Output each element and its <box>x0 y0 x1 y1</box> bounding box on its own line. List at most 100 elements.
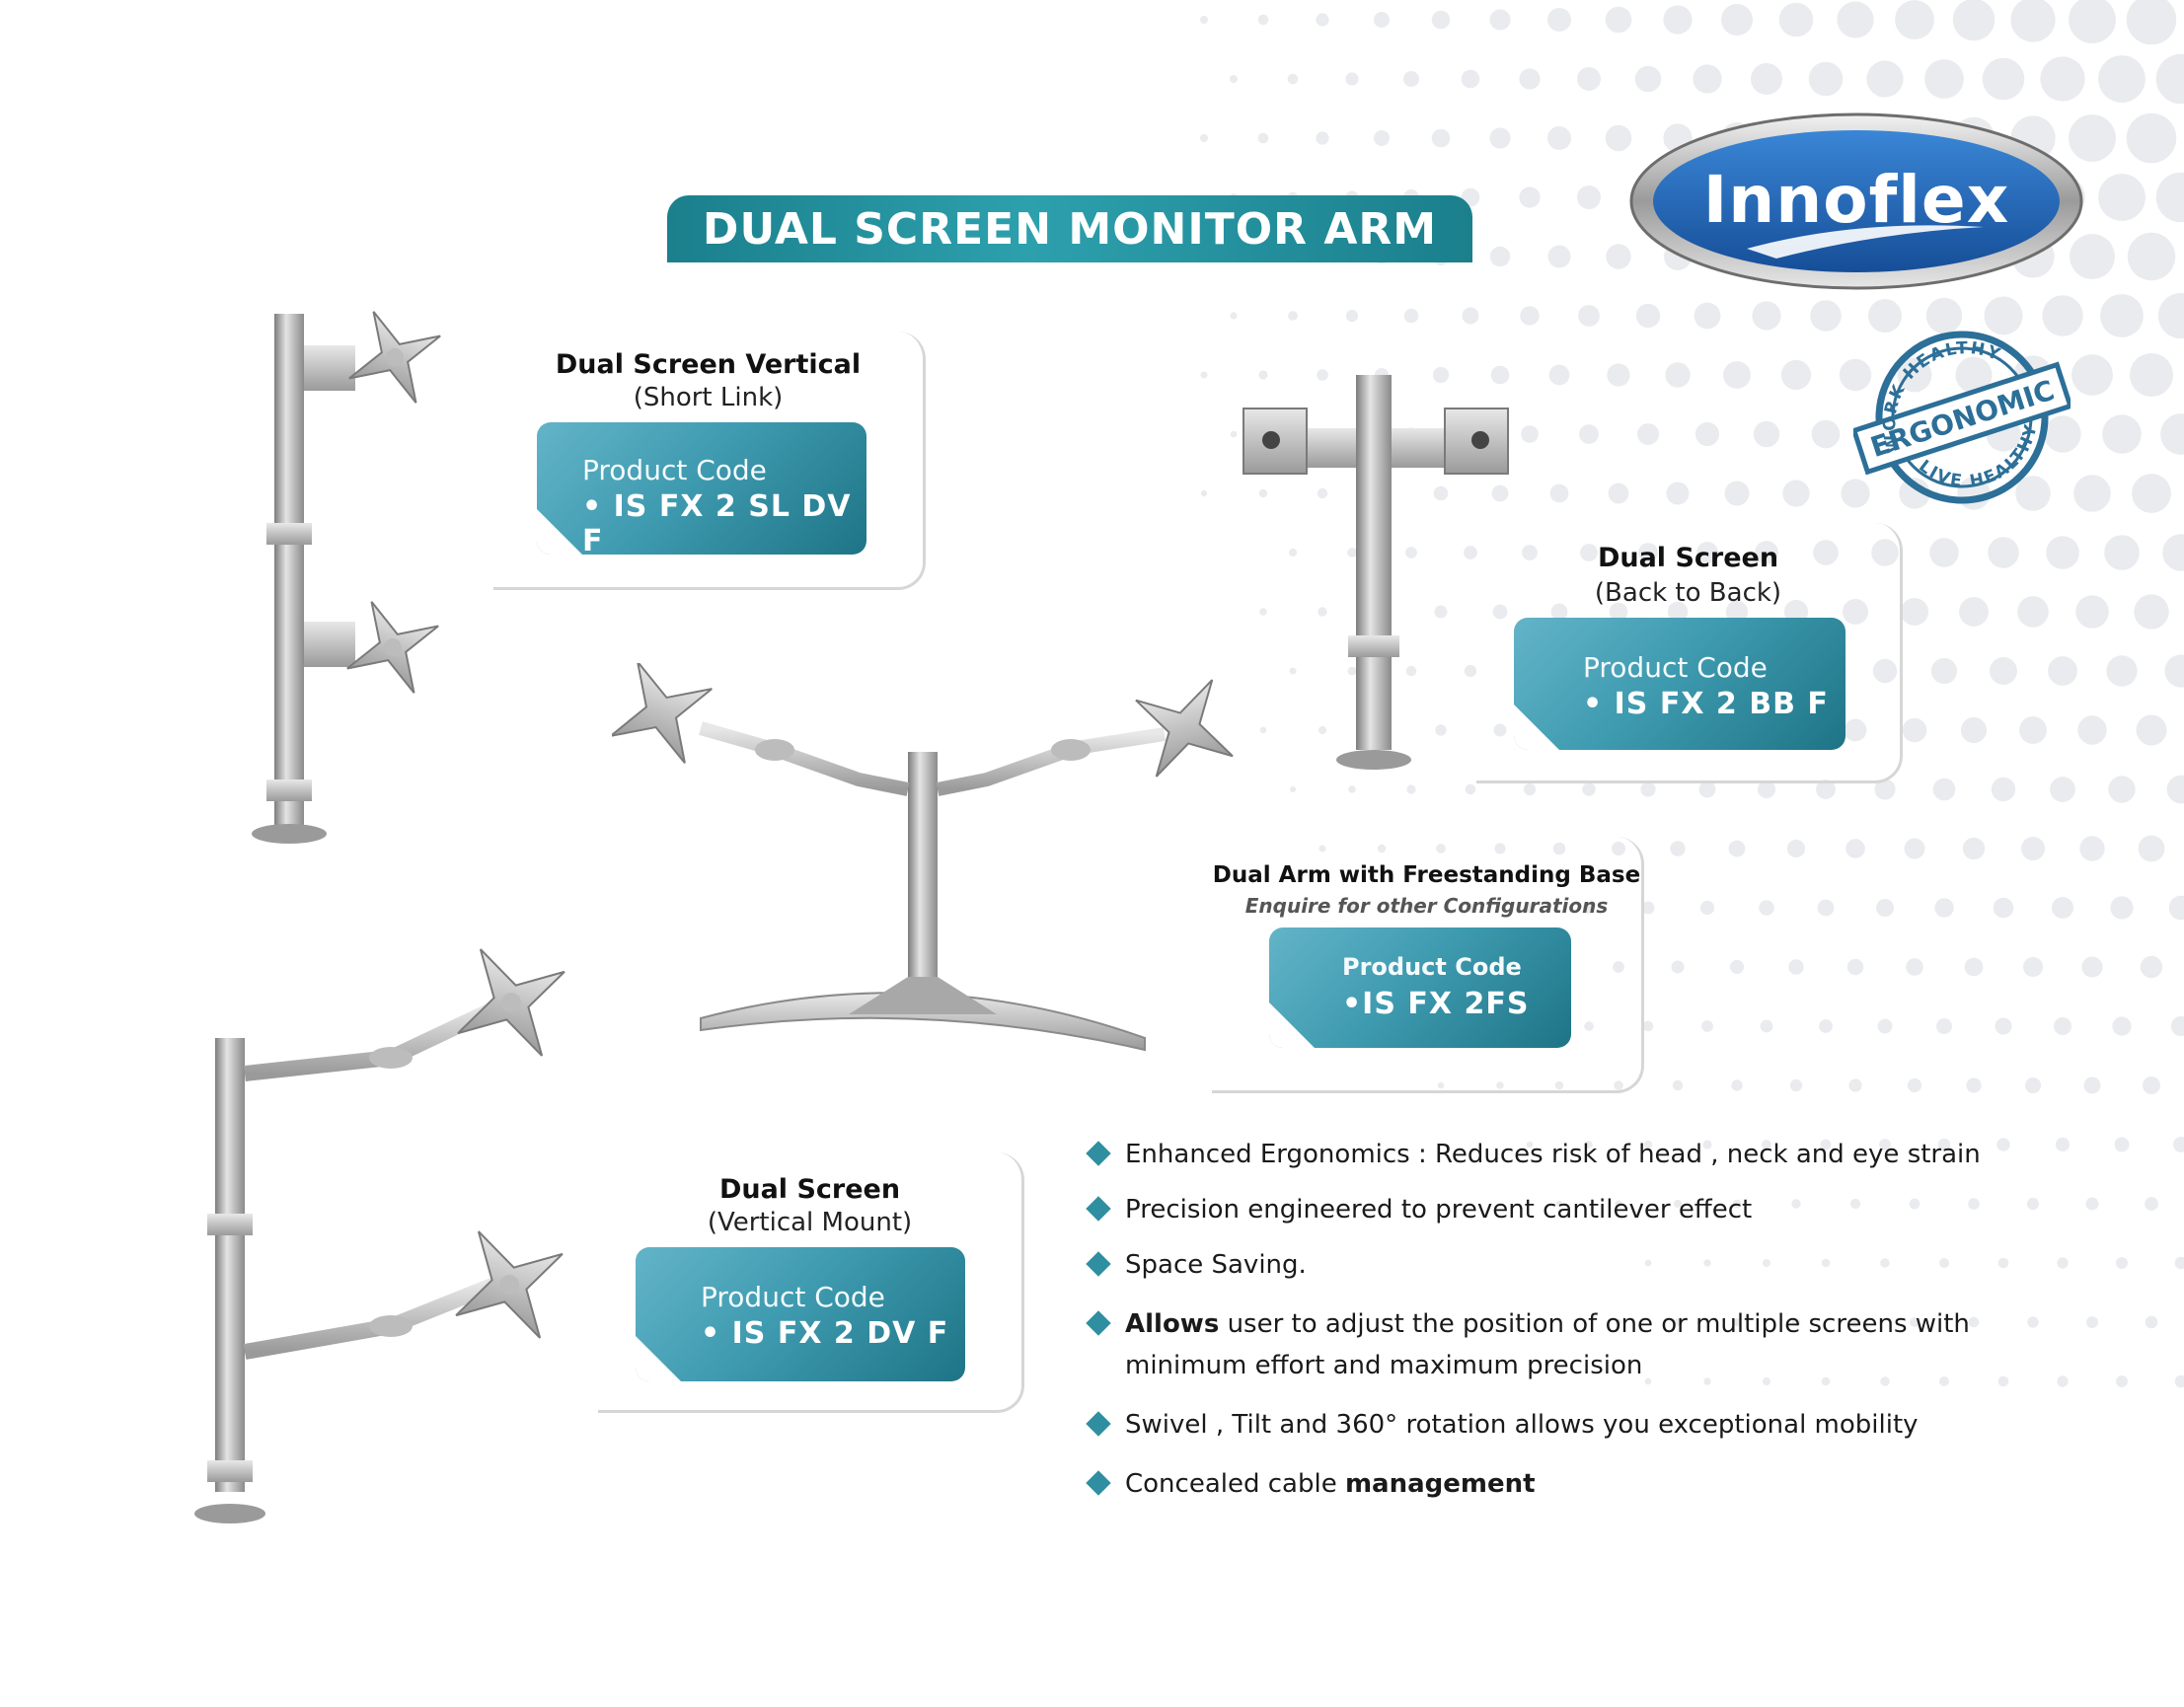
background-dot <box>1644 1259 1652 1267</box>
diamond-bullet-icon <box>1086 1470 1111 1496</box>
background-dot <box>1843 599 1868 625</box>
background-dot <box>1347 666 1357 676</box>
background-dot <box>2145 1315 2158 1329</box>
background-dot <box>1732 1199 1742 1209</box>
background-dot <box>2160 413 2184 455</box>
background-dot <box>1667 601 1689 623</box>
background-dot <box>1880 1376 1890 1386</box>
background-dot <box>1763 1377 1770 1385</box>
background-dot <box>2069 114 2116 162</box>
background-dot <box>2110 896 2134 920</box>
background-dot <box>1837 1 1874 38</box>
background-dot <box>1318 845 1326 853</box>
background-dot <box>1579 424 1599 444</box>
background-dot <box>1848 1078 1862 1092</box>
background-dot <box>2023 957 2043 977</box>
background-dot <box>1850 1317 1860 1327</box>
background-dot <box>1288 311 1298 321</box>
background-dot <box>1549 483 1569 503</box>
background-dot <box>1877 1018 1893 1034</box>
background-dot <box>1817 899 1835 917</box>
background-dot <box>1939 1376 1949 1386</box>
background-dot <box>1674 1318 1682 1326</box>
background-dot <box>2138 835 2165 862</box>
background-dot <box>2108 776 2136 803</box>
diamond-bullet-icon <box>1086 1251 1111 1277</box>
product-code-label: Product Code <box>582 454 767 486</box>
background-dot <box>1841 479 1870 508</box>
background-dot <box>2069 0 2116 43</box>
background-dot <box>1489 246 1511 267</box>
background-dot <box>1405 665 1417 677</box>
background-dot <box>1577 67 1601 91</box>
background-dot <box>1733 1318 1741 1326</box>
background-dot <box>2112 1016 2132 1036</box>
background-dot <box>1230 312 1238 320</box>
background-dot <box>1752 301 1781 331</box>
background-dot <box>1606 244 1631 269</box>
product-code-value: • IS FX 2 SL DV F <box>582 489 852 555</box>
background-dot <box>1725 600 1749 624</box>
background-dot <box>1897 357 1932 393</box>
background-dot <box>1932 778 1956 801</box>
background-dot <box>2019 716 2047 744</box>
background-dot <box>1548 364 1570 386</box>
background-dot <box>1585 1141 1593 1149</box>
background-dot <box>1496 1081 1504 1089</box>
diamond-bullet-icon <box>1086 1310 1111 1336</box>
background-dot <box>1997 1257 2009 1269</box>
background-dot <box>1845 839 1865 858</box>
background-dot <box>1257 132 1269 144</box>
background-dot <box>1762 1140 1771 1150</box>
background-dot <box>1968 1316 1980 1328</box>
background-dot <box>1808 61 1844 97</box>
background-dot <box>2026 1197 2040 1211</box>
background-dot <box>1820 1139 1832 1150</box>
background-dot <box>2048 656 2077 686</box>
background-dot <box>1432 366 1450 384</box>
background-dot <box>1520 306 1540 326</box>
background-dot <box>2174 1374 2184 1388</box>
background-dot <box>1760 1019 1773 1033</box>
background-dot <box>2075 595 2109 629</box>
background-dot <box>1902 717 1927 743</box>
background-dot <box>1403 308 1419 324</box>
background-dot <box>1608 482 1629 504</box>
monitor-arm-vertical-mount-image <box>194 948 565 1523</box>
background-dot <box>1437 1081 1445 1089</box>
background-dot <box>1810 300 1842 332</box>
page-curl-decoration <box>537 509 582 555</box>
background-dot <box>1644 1377 1652 1385</box>
background-dot <box>1924 59 1964 99</box>
page-curl-decoration <box>1269 1002 1315 1048</box>
background-dot <box>1258 370 1268 380</box>
background-dot <box>2081 956 2103 978</box>
background-dot <box>1757 779 1776 799</box>
product-subtitle: (Short Link) <box>633 383 784 412</box>
background-dot <box>1995 1017 2012 1035</box>
background-dot <box>2145 1197 2158 1211</box>
product-card-freestanding-base: Dual Arm with Freestanding Base Enquire … <box>1212 837 1644 1093</box>
background-dot <box>2052 897 2073 919</box>
product-code-box: Product Code • IS FX 2 DV F <box>636 1247 965 1381</box>
ergonomic-stamp-icon: ERGONOMIC WORK HEALTHY LIVE HEALTHY <box>1853 324 2071 508</box>
diamond-bullet-icon <box>1086 1196 1111 1222</box>
background-dot <box>1547 8 1571 32</box>
background-dot <box>2157 292 2184 339</box>
background-dot <box>2143 1076 2160 1094</box>
background-dot <box>1731 1079 1743 1091</box>
feature-item: Concealed cable management <box>1086 1462 2076 1506</box>
product-title: Dual Screen <box>718 1174 901 1205</box>
background-dot <box>1816 779 1836 799</box>
product-subtitle: (Back to Back) <box>1594 578 1782 608</box>
background-dot <box>1880 1258 1890 1268</box>
background-dot <box>2130 353 2173 397</box>
background-dot <box>1910 1317 1920 1327</box>
background-dot <box>1670 841 1686 856</box>
background-dot <box>1813 540 1839 565</box>
background-dot <box>1879 1139 1891 1150</box>
product-code-value: •IS FX 2FS <box>1342 987 1530 1021</box>
background-dot <box>1635 303 1661 329</box>
background-dot <box>1547 126 1571 150</box>
background-dot <box>1984 296 2023 335</box>
